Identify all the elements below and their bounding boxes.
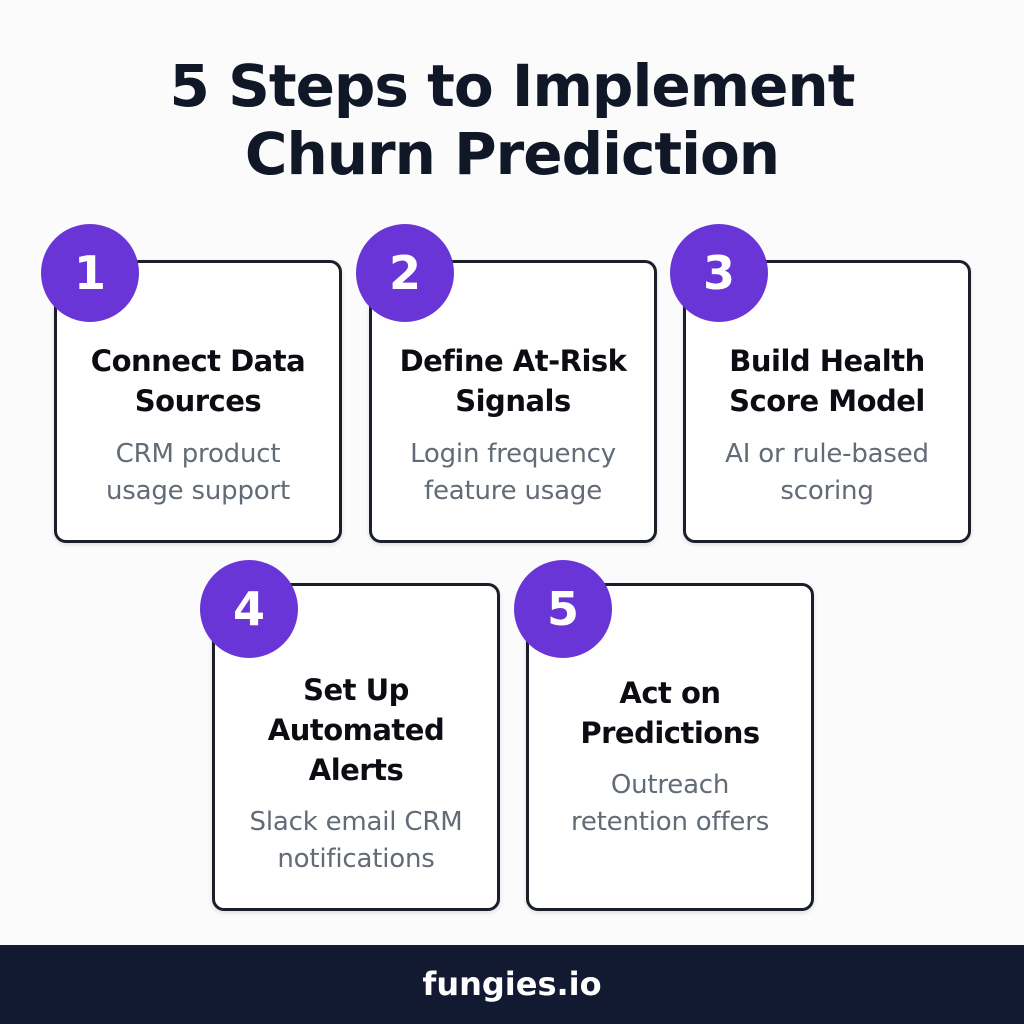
step-card-3: Build Health Score Model AI or rule-base… <box>683 260 971 543</box>
page-title: 5 Steps to Implement Churn Prediction <box>0 52 1024 188</box>
step-number-badge: 4 <box>200 560 298 658</box>
step-number-badge: 1 <box>41 224 139 322</box>
step-description: AI or rule-based scoring <box>725 439 929 506</box>
step-description: Outreach retention offers <box>570 770 770 837</box>
step-description: Slack email CRM notifications <box>249 807 463 874</box>
page-title-line-2: Churn Prediction <box>244 120 780 188</box>
step-number-badge: 2 <box>356 224 454 322</box>
page-title-line-1: 5 Steps to Implement <box>169 52 856 120</box>
step-title: Set Up Automated Alerts <box>267 673 445 787</box>
step-number-badge: 3 <box>670 224 768 322</box>
step-title: Act on Predictions <box>580 676 760 750</box>
step-card-2: Define At-Risk Signals Login frequency f… <box>369 260 657 543</box>
step-title: Define At-Risk Signals <box>399 344 627 418</box>
step-number-badge: 5 <box>514 560 612 658</box>
step-card-1: Connect Data Sources CRM product usage s… <box>54 260 342 543</box>
footer-brand-link[interactable]: fungies.io <box>422 965 602 1003</box>
step-title: Build Health Score Model <box>729 344 925 418</box>
footer-bar: fungies.io <box>0 945 1024 1024</box>
step-title: Connect Data Sources <box>90 344 306 418</box>
step-description: CRM product usage support <box>106 439 290 506</box>
step-description: Login frequency feature usage <box>410 439 616 506</box>
